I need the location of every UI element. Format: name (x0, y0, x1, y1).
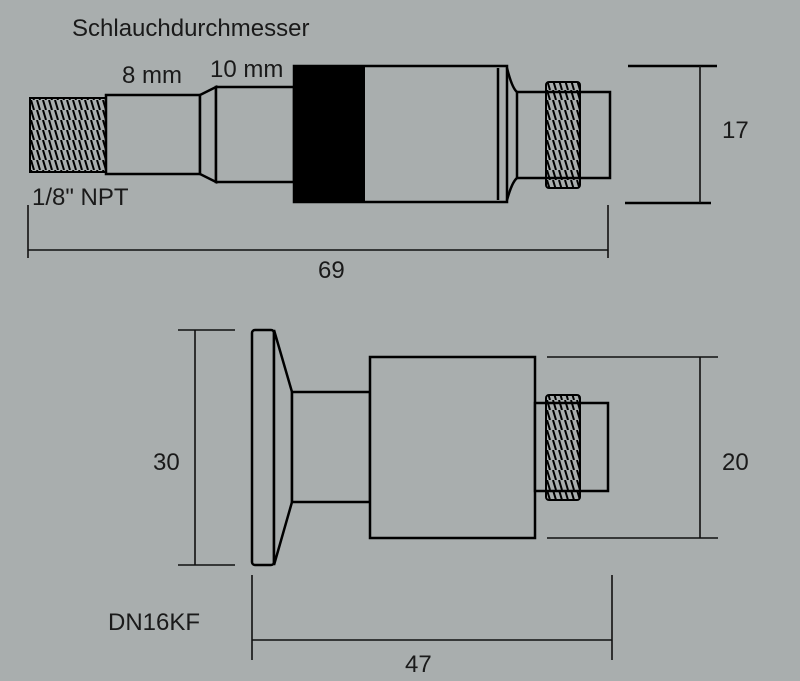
dimension-17 (625, 64, 717, 205)
dim-20-label: 20 (722, 449, 749, 476)
main-body (368, 355, 537, 540)
grip-band (294, 66, 365, 202)
hose-section-10mm (214, 85, 296, 184)
dimension-69 (27, 205, 609, 258)
outlet-thread (545, 81, 581, 189)
dimension-47 (251, 575, 613, 660)
outlet-thread (545, 394, 581, 501)
hose-section-8mm (104, 93, 202, 176)
dim-69-label: 69 (318, 257, 345, 284)
dim-47-label: 47 (405, 651, 432, 678)
dim-17-label: 17 (722, 117, 749, 144)
thread-label: 1/8" NPT (32, 184, 129, 211)
flange-cone (272, 329, 294, 566)
dimension-20 (547, 356, 718, 539)
kf-flange (250, 328, 276, 567)
kf-fitting-side-view: 30 20 DN16KF 47 (108, 328, 749, 678)
hose-8mm-label: 8 mm (122, 62, 182, 89)
flange-label: DN16KF (108, 609, 200, 636)
neck (505, 67, 518, 201)
taper (198, 84, 218, 185)
dimension-30 (178, 329, 235, 566)
hose-diameter-label: Schlauchdurchmesser (72, 15, 309, 42)
hose-fitting-top-view: Schlauchdurchmesser 8 mm 10 mm 1/8" NPT … (27, 15, 749, 284)
hose-10mm-label: 10 mm (210, 56, 283, 83)
flange-neck (290, 390, 372, 504)
npt-thread (29, 97, 107, 173)
dim-30-label: 30 (153, 449, 180, 476)
